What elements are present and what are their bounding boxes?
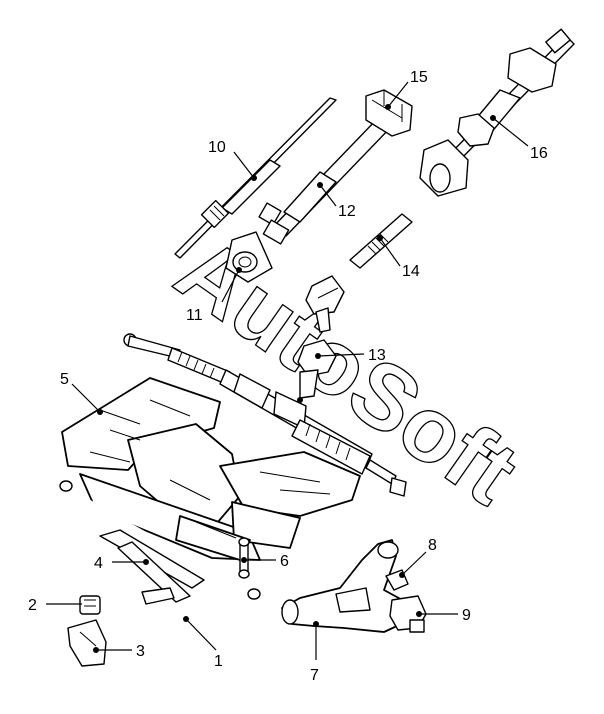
callout-2: 2 bbox=[28, 597, 37, 614]
part-11-flange bbox=[225, 231, 273, 283]
callout-labels: 1 2 3 4 5 6 7 8 9 10 11 12 13 14 15 16 bbox=[28, 69, 548, 684]
universal-joint-upper bbox=[305, 275, 345, 333]
callout-15: 15 bbox=[410, 69, 428, 86]
callout-5: 5 bbox=[60, 371, 69, 388]
callout-4: 4 bbox=[94, 555, 103, 572]
part-3-clamp-bracket bbox=[67, 619, 107, 667]
callout-8: 8 bbox=[428, 537, 437, 554]
callout-14: 14 bbox=[402, 263, 420, 280]
callout-16: 16 bbox=[530, 145, 548, 162]
callout-6: 6 bbox=[280, 553, 289, 570]
part-16-steering-column bbox=[419, 28, 575, 197]
callout-1: 1 bbox=[214, 653, 223, 670]
part-13-coupling bbox=[297, 339, 337, 399]
callout-9: 9 bbox=[462, 607, 471, 624]
callout-11: 11 bbox=[186, 307, 203, 324]
part-10-steering-shaft bbox=[174, 97, 337, 259]
callout-7: 7 bbox=[310, 667, 319, 684]
callout-12: 12 bbox=[338, 203, 356, 220]
part-15-clamp bbox=[365, 89, 413, 137]
part-5-subframe bbox=[61, 377, 361, 561]
part-12-intermediate-shaft bbox=[258, 117, 393, 245]
callout-13: 13 bbox=[368, 347, 386, 364]
part-2-bush bbox=[79, 595, 101, 615]
part-4-bracket bbox=[99, 529, 205, 605]
leader-lines bbox=[46, 81, 529, 660]
callout-3: 3 bbox=[136, 643, 145, 660]
steering-rack bbox=[123, 333, 407, 497]
part-6-drop-link bbox=[238, 537, 250, 579]
callout-10: 10 bbox=[208, 139, 226, 156]
part-9-ball-joint bbox=[389, 595, 427, 633]
part-14-splined-shaft bbox=[349, 213, 413, 269]
